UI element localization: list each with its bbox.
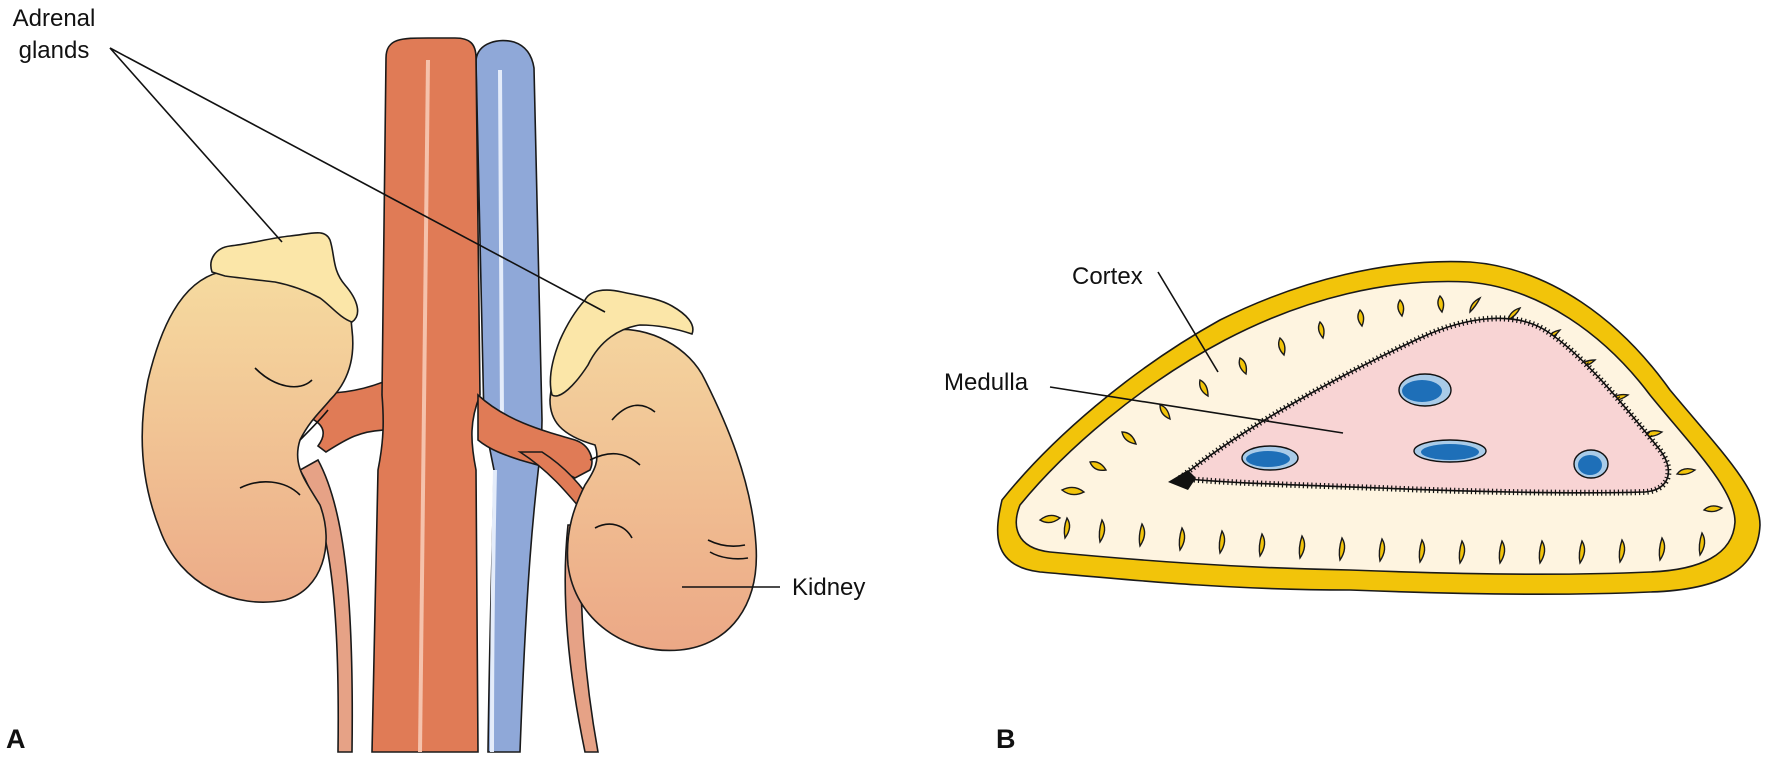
panel-b-letter: B [996, 724, 1016, 754]
adrenal-leader-right [109, 47, 606, 313]
right-renal-artery [477, 393, 593, 479]
panel-b: Cortex Medulla B [944, 260, 1761, 754]
panel-a-letter: A [6, 724, 26, 754]
right-kidney-detail [589, 404, 749, 560]
kidney-label: Kidney [792, 574, 865, 601]
left-kidney-detail [239, 367, 329, 496]
adrenal-glands-label-line2: glands [19, 37, 90, 64]
panel-a: Adrenal glands Kidney A [6, 5, 865, 754]
central-vein-tip [1168, 470, 1196, 490]
cortex-folds [1038, 294, 1724, 565]
medulla-leader [1049, 386, 1344, 434]
medullary-vein [1246, 451, 1290, 467]
medulla-label: Medulla [944, 369, 1029, 396]
vena-cava-highlight [490, 69, 504, 753]
medullary-vein [1421, 444, 1479, 460]
medullary-vessels [1241, 373, 1609, 479]
inferior-vena-cava [475, 39, 543, 753]
medullary-vein [1402, 380, 1442, 402]
medullary-vein [1578, 455, 1602, 475]
left-adrenal-gland [210, 231, 359, 323]
medulla-border [1178, 317, 1670, 494]
right-adrenal-gland [549, 289, 694, 397]
aorta-highlight [418, 59, 430, 753]
adrenal-glands-label-line1: Adrenal [13, 5, 96, 32]
left-kidney [141, 260, 354, 603]
adrenal-leader-left [109, 47, 283, 243]
cortex-leader [1157, 271, 1219, 373]
right-kidney [549, 328, 758, 652]
cortex-label: Cortex [1072, 263, 1143, 290]
